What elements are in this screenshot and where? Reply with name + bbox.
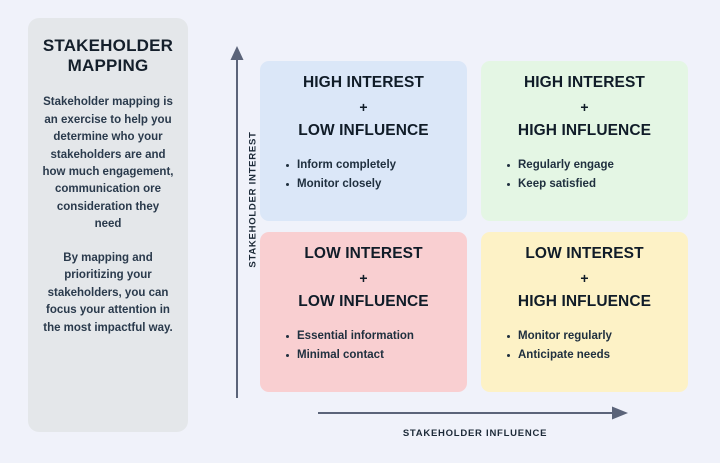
sidebar-paragraph-1: Stakeholder mapping is an exercise to he… (42, 96, 174, 231)
quadrant-plus-sign: + (359, 269, 368, 286)
sidebar-panel: STAKEHOLDER MAPPING Stakeholder mapping … (28, 18, 188, 432)
quadrant-bullet-list: Regularly engage Keep satisfied (497, 156, 672, 193)
list-item: Anticipate needs (505, 346, 672, 365)
quadrant-bullet-list: Monitor regularly Anticipate needs (497, 327, 672, 364)
quadrant-plus-sign: + (580, 269, 589, 286)
y-axis: STAKEHOLDER INTEREST (226, 46, 259, 398)
quadrant-low-interest-low-influence[interactable]: LOW INTEREST + LOW INFLUENCE Essential i… (260, 232, 467, 392)
list-item: Regularly engage (505, 156, 672, 175)
list-item: Essential information (284, 327, 451, 346)
list-item: Inform completely (284, 156, 451, 175)
quadrant-title-line2: HIGH INFLUENCE (517, 121, 652, 139)
quadrant-plus-sign: + (359, 98, 368, 115)
list-item: Monitor regularly (505, 327, 672, 346)
quadrant-title-line1: HIGH INTEREST (302, 74, 424, 91)
arrow-up-icon (230, 46, 244, 398)
sidebar-paragraph-2: By mapping and prioritizing your stakeho… (43, 251, 173, 334)
quadrant-bullet-list: Inform completely Monitor closely (276, 156, 451, 193)
list-item: Keep satisfied (505, 175, 672, 194)
quadrant-title-line1: LOW INTEREST (525, 245, 644, 262)
list-item: Monitor closely (284, 175, 451, 194)
quadrant-title-line2: LOW INFLUENCE (298, 292, 429, 310)
quadrant-title-line1: LOW INTEREST (304, 245, 423, 262)
quadrant-plus-sign: + (580, 98, 589, 115)
quadrant-title-line2: HIGH INFLUENCE (517, 292, 652, 310)
quadrant-low-interest-high-influence[interactable]: LOW INTEREST + HIGH INFLUENCE Monitor re… (481, 232, 688, 392)
arrow-right-icon (318, 406, 628, 420)
quadrant-high-interest-low-influence[interactable]: HIGH INTEREST + LOW INFLUENCE Inform com… (260, 61, 467, 221)
x-axis (318, 402, 628, 424)
list-item: Minimal contact (284, 346, 451, 365)
quadrant-title-line1: HIGH INTEREST (523, 74, 645, 91)
y-axis-label: STAKEHOLDER INTEREST (247, 131, 259, 268)
quadrant-high-interest-high-influence[interactable]: HIGH INTEREST + HIGH INFLUENCE Regularly… (481, 61, 688, 221)
quadrant-bullet-list: Essential information Minimal contact (276, 327, 451, 364)
quadrant-title-line2: LOW INFLUENCE (298, 121, 429, 139)
x-axis-label: STAKEHOLDER INFLUENCE (402, 428, 548, 439)
page-title: STAKEHOLDER MAPPING (42, 36, 174, 76)
